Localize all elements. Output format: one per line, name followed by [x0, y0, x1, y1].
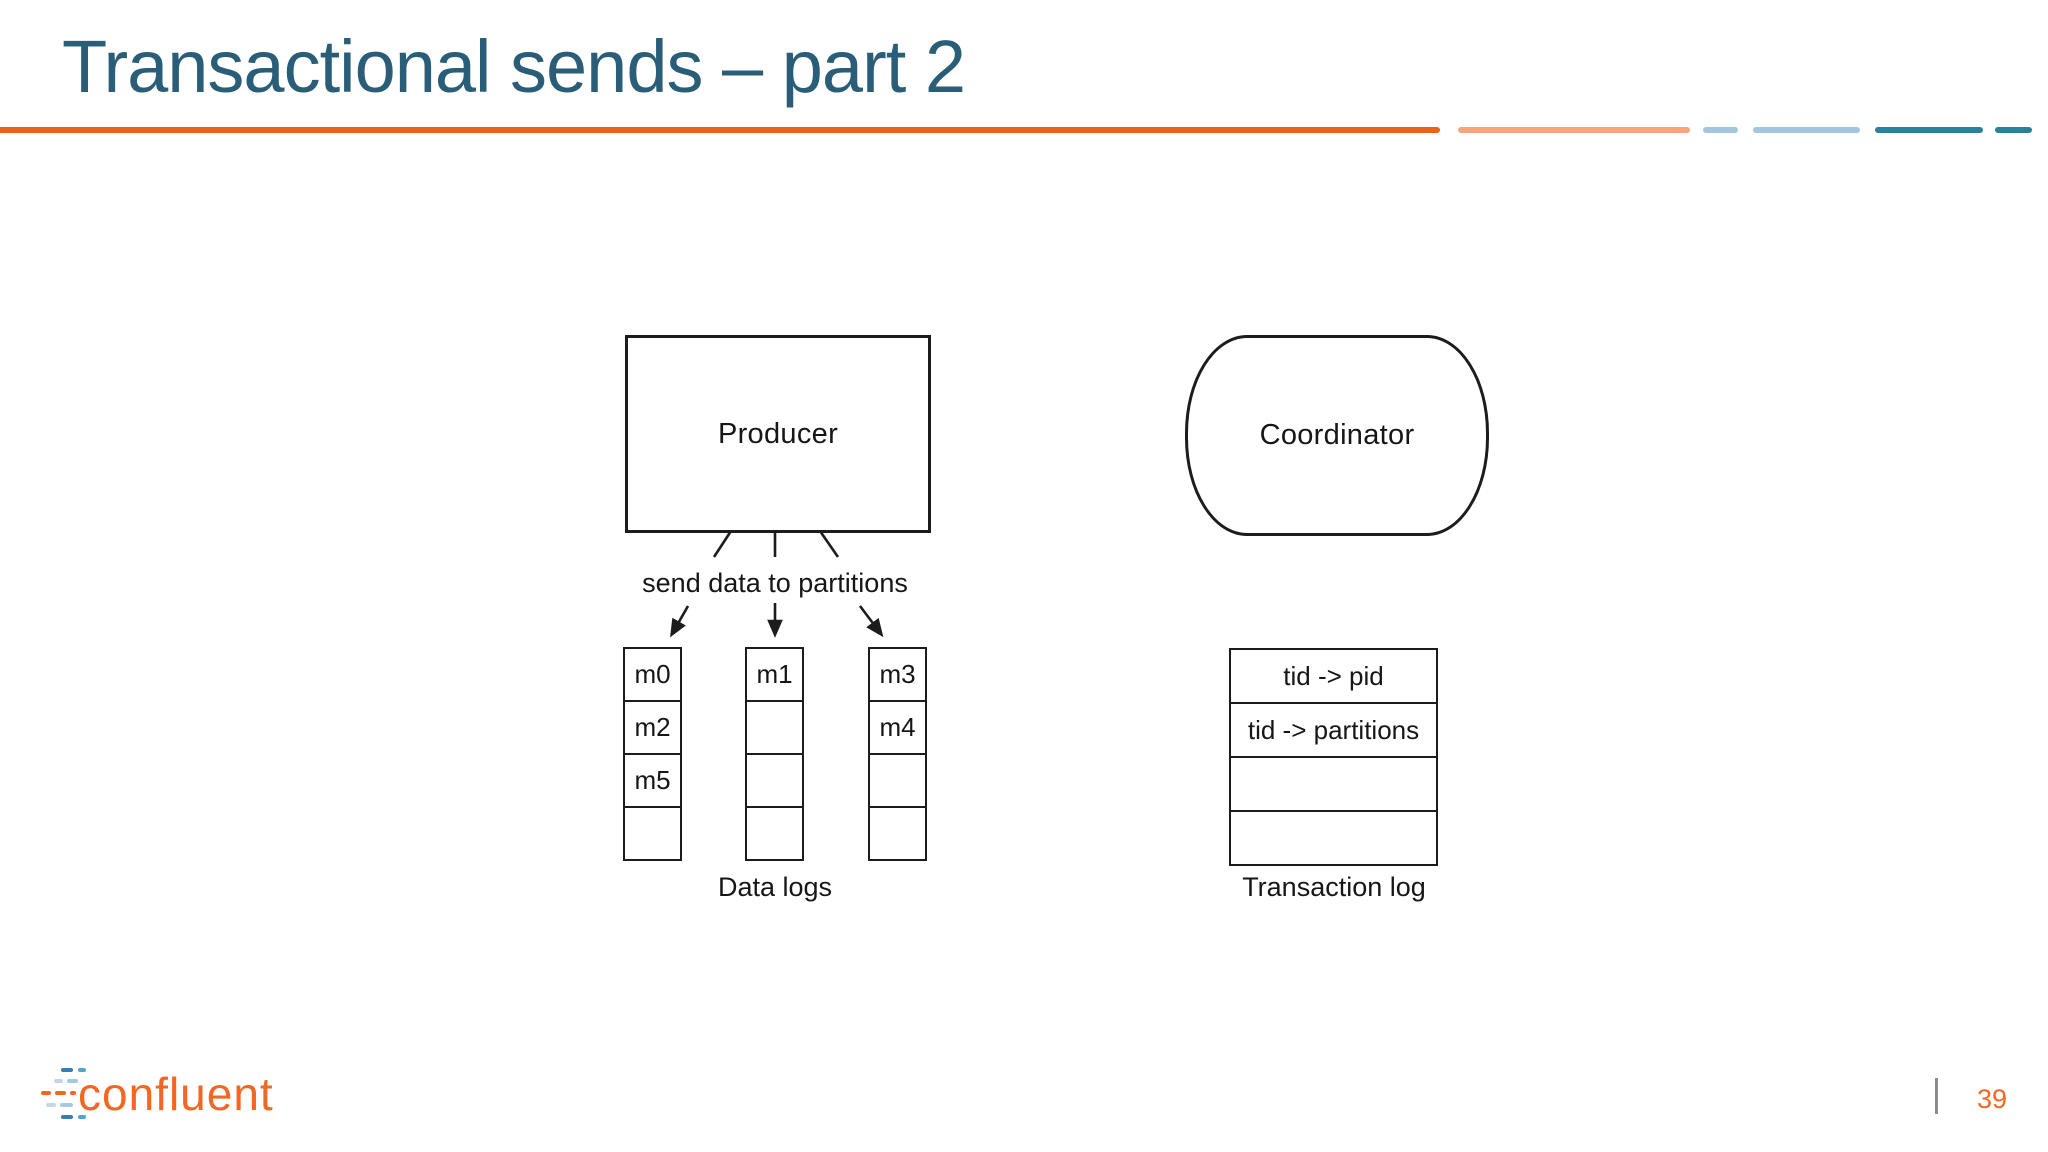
- slide-title: Transactional sends – part 2: [62, 25, 966, 108]
- log-cell: m4: [870, 702, 925, 755]
- coordinator-label: Coordinator: [1259, 419, 1415, 451]
- log-cell: [870, 808, 925, 859]
- log-cell: [747, 808, 802, 859]
- log-cell: m2: [625, 702, 680, 755]
- log-cell: [625, 808, 680, 859]
- log-cell: [747, 755, 802, 808]
- accent-dash-blue-small: [1703, 127, 1738, 133]
- accent-dash-teal: [1875, 127, 1983, 133]
- log-cell: [747, 702, 802, 755]
- accent-dash-teal-small: [1995, 127, 2032, 133]
- producer-tick-left: [712, 530, 733, 558]
- log-cell: [870, 755, 925, 808]
- arrow-to-partition-1: [670, 605, 690, 638]
- log-cell: m1: [747, 649, 802, 702]
- producer-tick-right: [818, 530, 840, 558]
- transaction-log-table: tid -> pid tid -> partitions: [1229, 648, 1438, 866]
- data-log-partition-2: m1: [745, 647, 804, 861]
- producer-box: Producer: [625, 335, 931, 533]
- send-data-label: send data to partitions: [642, 568, 908, 598]
- data-log-partition-3: m3 m4: [868, 647, 927, 861]
- transaction-log-row: tid -> pid: [1231, 650, 1436, 704]
- transaction-log-row: [1231, 812, 1436, 864]
- confluent-wordmark: confluent: [78, 1068, 274, 1120]
- transaction-log-row: tid -> partitions: [1231, 704, 1436, 758]
- log-cell: m0: [625, 649, 680, 702]
- producer-label: Producer: [717, 417, 839, 450]
- accent-dash-blue: [1753, 127, 1860, 133]
- log-cell: m5: [625, 755, 680, 808]
- page-number: 39: [1976, 1084, 2008, 1114]
- transaction-log-row: [1231, 758, 1436, 812]
- arrow-to-partition-3: [858, 605, 884, 638]
- confluent-logo: confluent: [40, 1063, 320, 1127]
- data-log-partition-1: m0 m2 m5: [623, 647, 682, 861]
- log-cell: m3: [870, 649, 925, 702]
- data-logs-caption: Data logs: [717, 872, 833, 902]
- accent-dash-orange-light: [1458, 127, 1690, 133]
- title-underline: [0, 127, 1440, 133]
- footer-divider: [1935, 1078, 1938, 1114]
- coordinator-shape: Coordinator: [1185, 335, 1489, 536]
- transaction-log-caption: Transaction log: [1242, 872, 1426, 902]
